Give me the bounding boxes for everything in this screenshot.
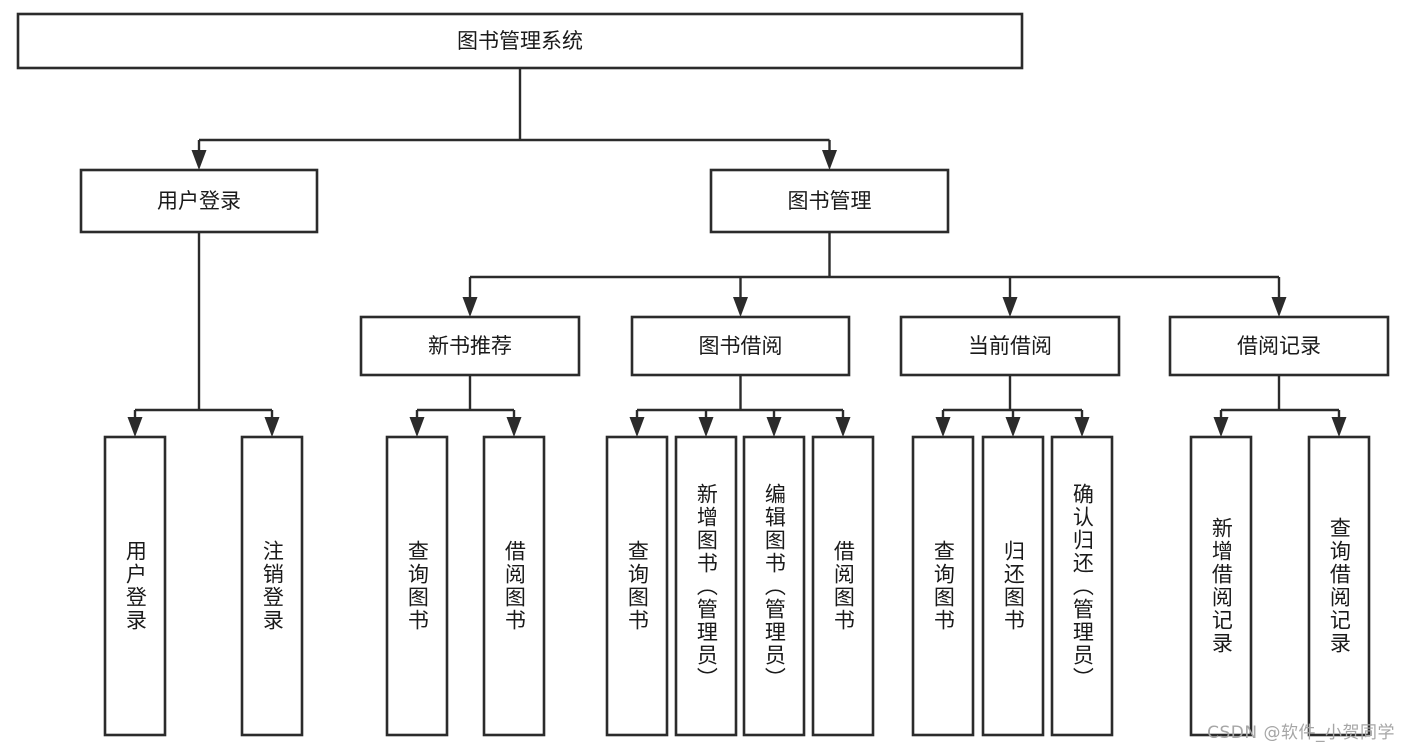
- arrowhead-leaf-11: [1213, 417, 1229, 437]
- node-root[interactable]: [16, 12, 1024, 70]
- node-leaf-12[interactable]: [1307, 435, 1371, 737]
- node-level3-label-0: 新书推荐: [428, 334, 512, 358]
- connectors-layer: [127, 68, 1347, 437]
- node-level3-3[interactable]: [1168, 315, 1390, 377]
- node-level2-label-0: 用户登录: [157, 189, 241, 213]
- node-leaf-10[interactable]: [1050, 435, 1114, 737]
- arrowhead-leaf-2: [409, 417, 425, 437]
- node-leaf-4[interactable]: [605, 435, 669, 737]
- node-leaf-7[interactable]: [811, 435, 875, 737]
- node-leaf-5[interactable]: [674, 435, 738, 737]
- node-leaf-9[interactable]: [981, 435, 1045, 737]
- node-leaf-3[interactable]: [482, 435, 546, 737]
- arrowhead-leaf-1: [264, 417, 280, 437]
- arrowhead-leaf-9: [1005, 417, 1021, 437]
- arrowhead-level2-1: [822, 150, 837, 170]
- arrowhead-leaf-0: [127, 417, 143, 437]
- node-leaf-0[interactable]: [103, 435, 167, 737]
- node-leaf-1[interactable]: [240, 435, 304, 737]
- arrowhead-leaf-4: [629, 417, 645, 437]
- node-level3-label-2: 当前借阅: [968, 334, 1052, 358]
- node-level2-label-1: 图书管理: [788, 189, 872, 213]
- node-leaf-2[interactable]: [385, 435, 449, 737]
- node-level2-1[interactable]: [709, 168, 950, 234]
- arrowhead-leaf-3: [506, 417, 522, 437]
- arrowhead-leaf-5: [698, 417, 714, 437]
- node-leaf-8[interactable]: [911, 435, 975, 737]
- node-level3-0[interactable]: [359, 315, 581, 377]
- node-level3-label-1: 图书借阅: [699, 334, 783, 358]
- boxes-layer: [16, 12, 1390, 737]
- node-leaf-11[interactable]: [1189, 435, 1253, 737]
- arrowhead-leaf-8: [935, 417, 951, 437]
- arrowhead-leaf-12: [1331, 417, 1347, 437]
- node-root-label: 图书管理系统: [457, 29, 583, 53]
- arrowhead-level3-3: [1271, 297, 1287, 317]
- arrowhead-leaf-7: [835, 417, 851, 437]
- node-level3-1[interactable]: [630, 315, 851, 377]
- node-level2-0[interactable]: [79, 168, 319, 234]
- node-level3-label-3: 借阅记录: [1237, 334, 1321, 358]
- node-leaf-6[interactable]: [742, 435, 806, 737]
- arrowhead-leaf-10: [1074, 417, 1090, 437]
- node-level3-2[interactable]: [899, 315, 1121, 377]
- arrowhead-level3-2: [1002, 297, 1018, 317]
- arrowhead-level3-1: [733, 297, 748, 317]
- csdn-watermark: CSDN @软件_小贺同学: [1207, 723, 1395, 743]
- arrowhead-leaf-6: [766, 417, 782, 437]
- arrowhead-level3-0: [462, 297, 478, 317]
- arrowhead-level2-0: [191, 150, 207, 170]
